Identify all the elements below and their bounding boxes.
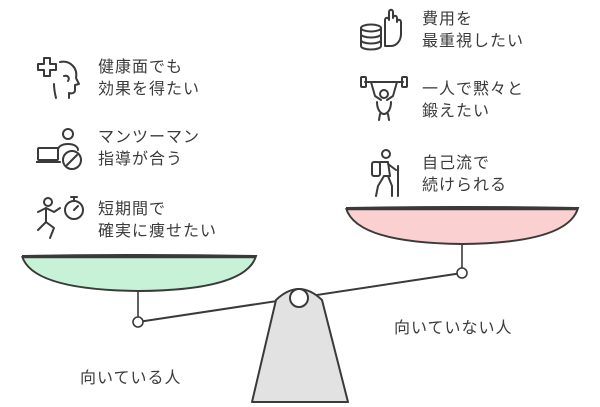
item-health-benefit: 健康面でも 効果を得たい [98,57,201,98]
item-self-style: 自己流で 続けられる [422,153,508,194]
item-one-on-one: マンツーマン 指導が合う [98,127,201,168]
item-cost-priority: 費用を 最重視したい [422,9,525,50]
item-short-term-weight-loss: 短期間で 確実に痩せたい [98,199,218,240]
item-train-alone: 一人で黙々と 鍛えたい [422,79,525,120]
left-pivot-ring [132,316,144,328]
right-pan [345,206,580,246]
left-pan [21,254,258,293]
scale-fulcrum [251,288,349,403]
fulcrum-bolt [289,288,309,308]
weightlifter-icon [359,74,409,122]
health-head-plus-icon [36,54,82,100]
hand-coins-icon [357,6,407,52]
hiker-icon [364,148,408,198]
right-caption-not-suited: 向いていない人 [394,318,513,337]
personal-trainer-laptop-icon [36,126,86,172]
left-caption-suited: 向いている人 [80,368,182,387]
running-stopwatch-icon [34,194,86,242]
right-pivot-ring [456,267,468,279]
